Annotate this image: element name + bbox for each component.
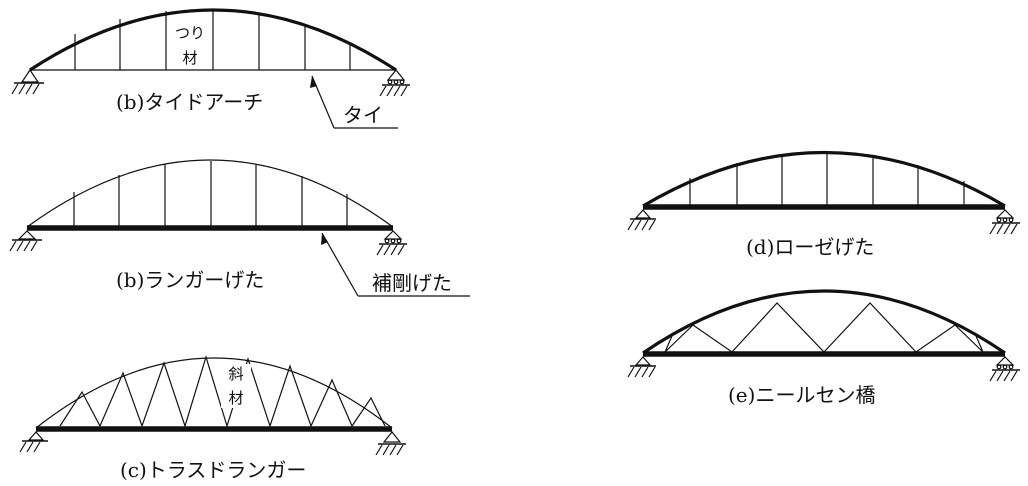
trussed-langer-right-support xyxy=(375,431,406,456)
tied-arch-right-support xyxy=(379,69,410,97)
langer-hangers xyxy=(73,161,348,226)
langer-caption: (b)ランガーげた xyxy=(116,268,264,292)
trussed-langer-left-support xyxy=(19,431,48,453)
trussed-langer-arch xyxy=(35,357,393,429)
trussed-langer-caption: (c)トラスドランガー xyxy=(120,458,306,482)
langer-arch xyxy=(26,159,394,228)
tied-arch-left-support xyxy=(11,68,44,95)
langer-right-support xyxy=(376,230,407,256)
langer-girder-bridge: 補剛げた (b)ランガーげた xyxy=(9,159,470,297)
trussed-langer-bridge: 斜 材 (c)トラスドランガー xyxy=(19,354,406,482)
tie-callout-label: タイ xyxy=(343,103,383,127)
diagonal-member-label-2: 材 xyxy=(228,389,243,407)
nielsen-cables xyxy=(664,302,984,353)
nielsen-left-support xyxy=(627,356,656,378)
tied-arch-bridge: つり 材 タイ (b)タイドアーチ xyxy=(11,8,410,129)
nielsen-right-support xyxy=(989,356,1020,382)
langer-left-support xyxy=(9,230,42,252)
stiffening-girder-callout: 補剛げた xyxy=(321,232,470,297)
lohse-right-support xyxy=(989,209,1020,235)
lohse-caption: (d)ローゼげた xyxy=(746,235,874,259)
tie-callout: タイ xyxy=(310,75,398,129)
lohse-left-support xyxy=(627,209,656,231)
tied-arch-hanger-label-1: つり xyxy=(175,24,205,42)
diagonal-member-label-1: 斜 xyxy=(228,365,243,383)
nielsen-bridge: (e)ニールセン橋 xyxy=(627,289,1020,407)
trussed-langer-diagonals xyxy=(59,354,386,429)
nielsen-caption: (e)ニールセン橋 xyxy=(728,383,875,407)
lohse-verticals xyxy=(689,153,965,205)
tied-arch-hangers xyxy=(74,10,351,70)
lohse-arch xyxy=(642,151,1006,208)
lohse-girder-bridge: (d)ローゼげた xyxy=(627,151,1020,259)
stiffening-girder-callout-label: 補剛げた xyxy=(372,271,452,295)
tied-arch-hanger-label-2: 材 xyxy=(182,49,197,67)
tied-arch-caption: (b)タイドアーチ xyxy=(116,90,263,114)
nielsen-arch xyxy=(642,289,1006,355)
